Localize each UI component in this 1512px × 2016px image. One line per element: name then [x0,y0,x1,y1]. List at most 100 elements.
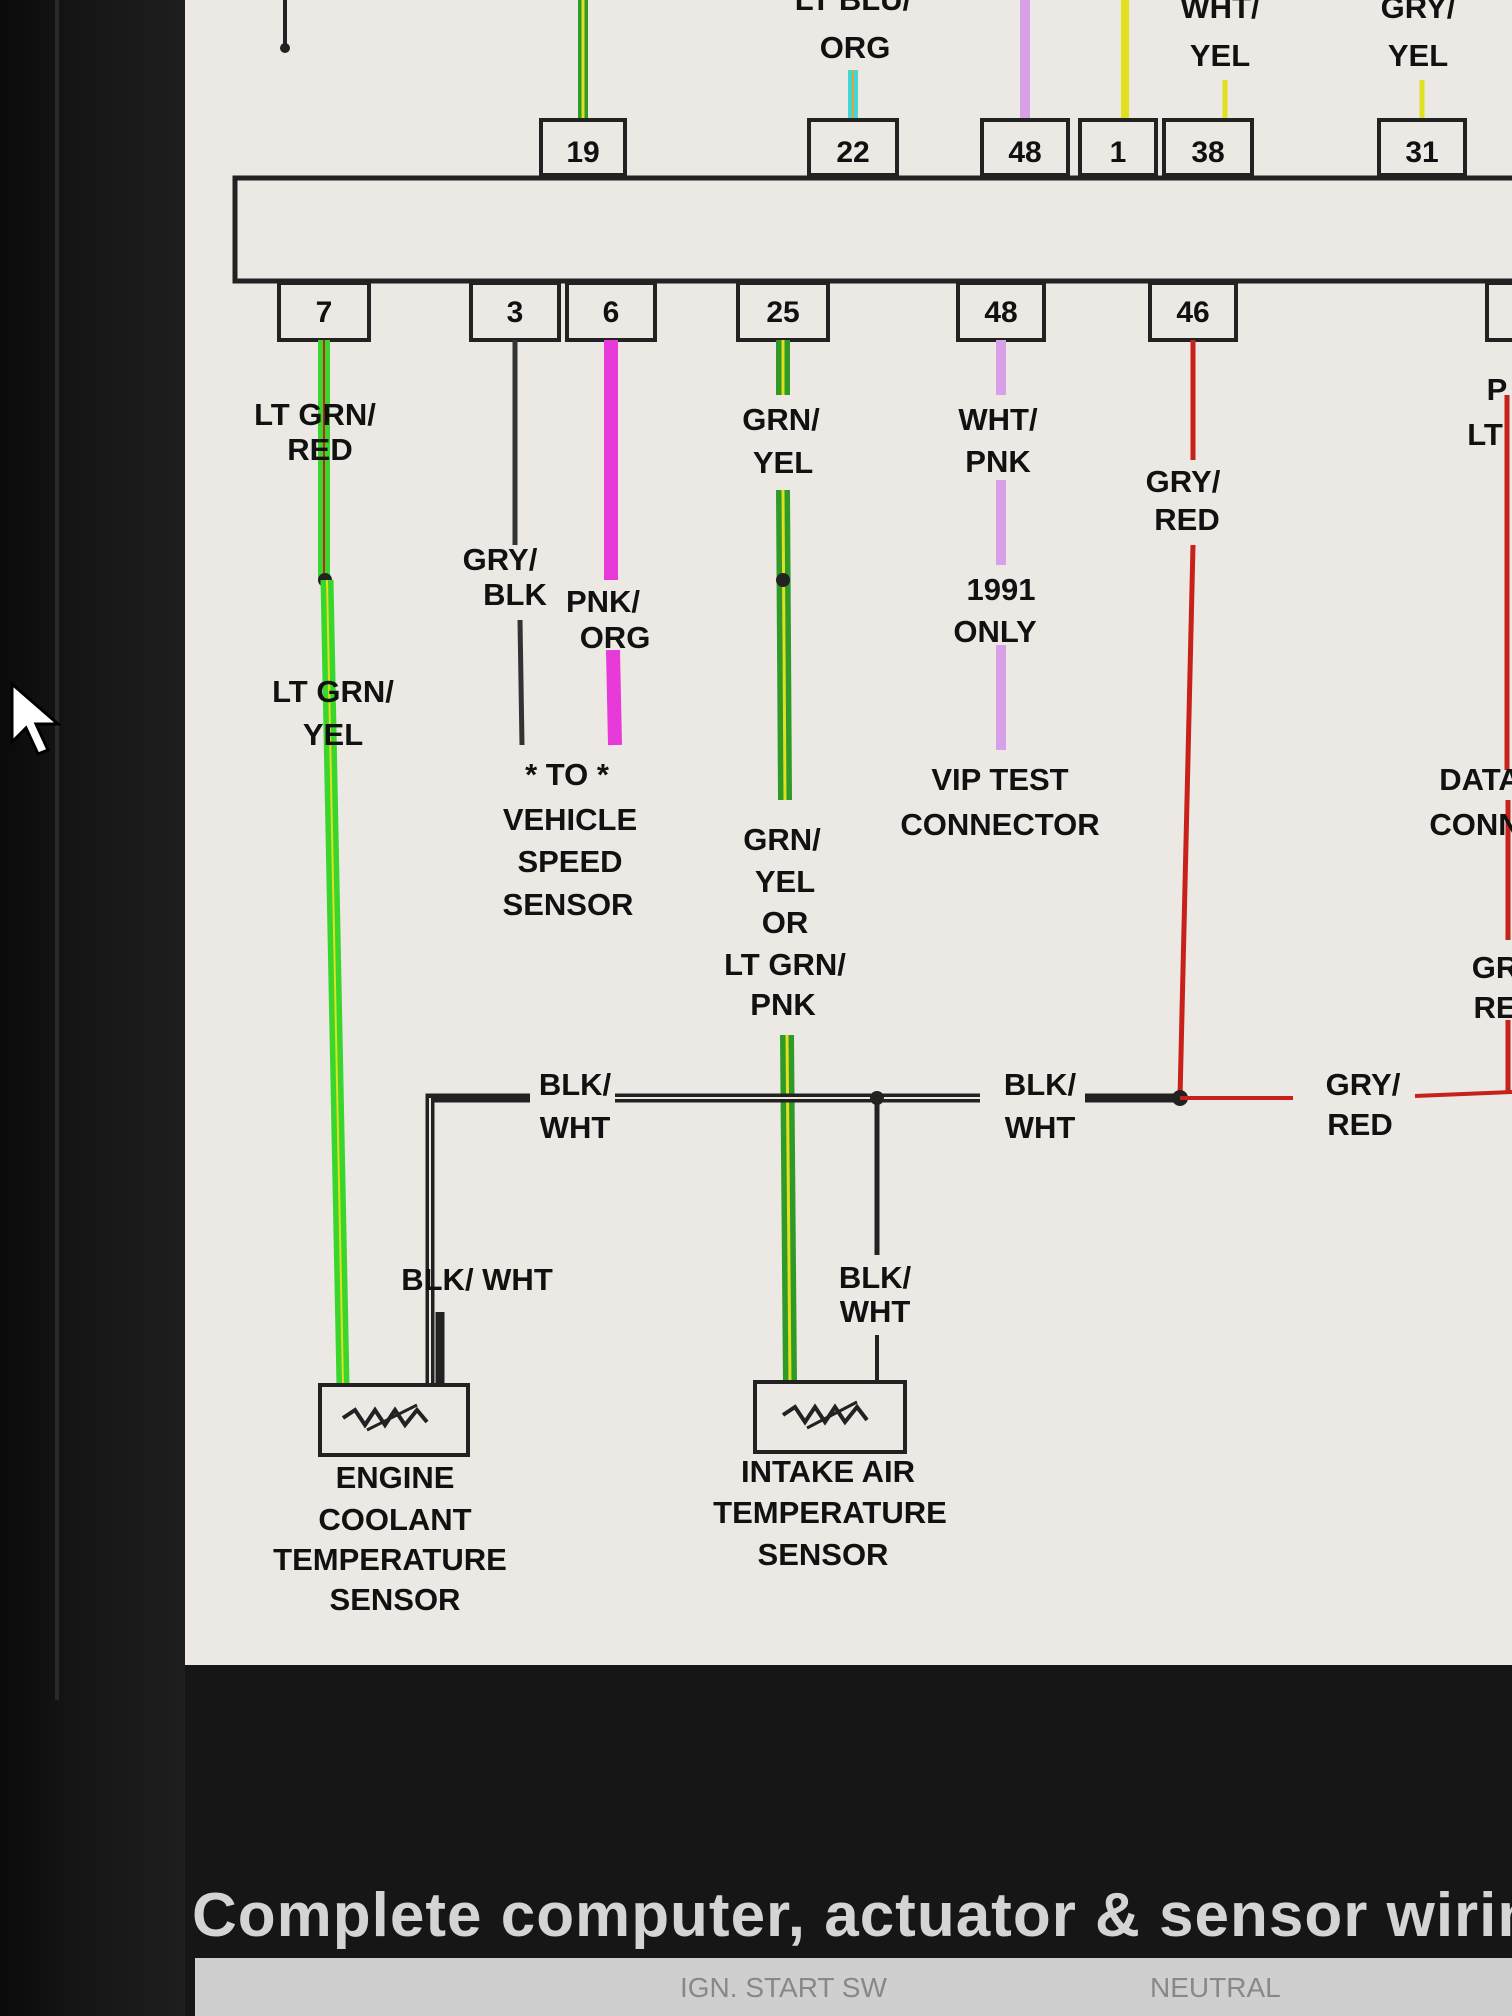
label-w46-2: RED [1154,502,1219,537]
label-w48-n1: 1991 [967,572,1036,607]
svg-text:3: 3 [507,296,524,329]
thermistor-symbol [341,1406,429,1429]
label-w48-1: WHT/ [958,402,1038,437]
label-w7-b1: LT GRN/ [272,674,394,709]
top-pin-31: 31 [1377,118,1467,177]
label-bw-r1: BLK/ [1004,1067,1077,1102]
label-w25-b2: YEL [755,864,815,899]
label-lt-blu-org-2: ORG [820,30,891,65]
intake-air-temperature-sensor [753,1380,907,1454]
label-edge-lt: LT [1467,417,1503,452]
label-gry-yel-1: GRY/ [1381,0,1456,25]
bottom-pin-7: 7 [277,281,371,342]
label-data-2: CONN [1429,807,1512,842]
bottom-pin-48: 48 [956,281,1046,342]
bottom-pin-46: 46 [1148,281,1238,342]
wire-blk-wht-bus [425,1093,530,1385]
wire-25-splice [776,573,790,587]
label-w46-1: GRY/ [1146,464,1221,499]
label-w25-b5: PNK [750,987,816,1022]
label-gr-right2: RED [1327,1107,1392,1142]
label-wht-yel-2: YEL [1190,38,1250,73]
label-w48-n2: ONLY [953,614,1037,649]
label-lt-blu-org-1: LT BLU/ [795,0,912,17]
svg-text:22: 22 [836,136,869,169]
svg-text:6: 6 [603,296,620,329]
label-vss-4: SENSOR [503,887,634,922]
label-w6-2: ORG [580,620,651,655]
label-w25-2: YEL [753,445,813,480]
page-caption: Complete computer, actuator & sensor wir… [192,1881,1512,1950]
label-bw-1: BLK/ [539,1067,612,1102]
top-pin-22: 22 [807,118,899,177]
label-edge-p: P [1487,372,1508,407]
label-vip-1: VIP TEST [931,762,1068,797]
label-wht-yel-1: WHT/ [1180,0,1260,25]
label-bw-iat1: BLK/ [839,1260,912,1295]
label-w7-a1: LT GRN/ [254,397,376,432]
label-iat-3: SENSOR [758,1537,889,1572]
label-vss-2: VEHICLE [503,802,637,837]
label-ect-2: COOLANT [318,1502,471,1537]
wire-gry-red-right-2 [1414,1090,1512,1098]
svg-text:31: 31 [1405,136,1438,169]
label-w25-1: GRN/ [742,402,820,437]
wire-top-black-end [280,43,290,53]
monitor-bezel [0,0,185,2016]
svg-text:7: 7 [316,296,333,329]
computer-module [232,175,1512,284]
label-edge-re: RE [1473,990,1512,1025]
label-w48-2: PNK [965,444,1031,479]
label-ect-4: SENSOR [330,1582,461,1617]
label-edge-gr: GR [1472,950,1512,985]
svg-text:48: 48 [1008,136,1041,169]
wire-46-lower [1177,544,1196,1099]
top-pin-48: 48 [980,118,1070,177]
label-w6-1: PNK/ [566,584,640,619]
top-pin-1: 1 [1078,118,1158,177]
bottom-pin-3: 3 [469,281,561,342]
label-ect-1: ENGINE [336,1460,455,1495]
label-iat-2: TEMPERATURE [713,1495,947,1530]
label-bw-r2: WHT [1005,1110,1076,1145]
svg-text:46: 46 [1176,296,1209,329]
engine-coolant-temperature-sensor [318,1383,470,1457]
label-w25-b1: GRN/ [743,822,821,857]
label-bw-2: WHT [540,1110,611,1145]
thermistor-symbol [781,1403,869,1426]
label-w3-2: BLK [483,577,547,612]
svg-text:48: 48 [984,296,1017,329]
wire-25-lower-stripe [785,1034,792,1386]
bezel-edge-line [55,0,59,1700]
wiring-diagram-panel: LT BLU/ ORG WHT/ YEL GRY/ YEL 19 22 48 1… [185,0,1512,1665]
bottom-pin-25: 25 [736,281,830,342]
label-iat-1: INTAKE AIR [741,1454,915,1489]
label-w7-a2: RED [287,432,352,467]
strip-label-neutral: NEUTRAL [1150,1972,1281,2003]
bottom-pin-edge [1485,281,1512,342]
top-pin-38: 38 [1162,118,1254,177]
label-bw-iat2: WHT [840,1294,911,1329]
label-vss-1: * TO * [525,757,610,792]
top-pin-19: 19 [539,118,627,177]
strip-label-ign-start: IGN. START SW [680,1972,887,2003]
wire-6-lower [606,649,622,746]
label-w7-b2: YEL [303,717,363,752]
label-vip-2: CONNECTOR [900,807,1099,842]
label-data-1: DATA [1439,762,1512,797]
label-ect-3: TEMPERATURE [273,1542,507,1577]
label-w25-b3: OR [762,905,809,940]
caption-bar [185,1665,1512,2016]
mouse-pointer-icon [10,680,63,756]
bottom-pin-6: 6 [565,281,657,342]
svg-text:25: 25 [766,296,799,329]
wire-7-lower-stripe [326,579,344,1386]
wire-3-lower [517,619,525,746]
svg-text:38: 38 [1191,136,1224,169]
label-w3-1: GRY/ [463,542,538,577]
label-gr-right1: GRY/ [1326,1067,1401,1102]
wire-25-mid-stripe [781,489,787,801]
svg-text:19: 19 [566,136,599,169]
svg-text:1: 1 [1110,136,1127,169]
next-diagram-strip [195,1958,1512,2016]
